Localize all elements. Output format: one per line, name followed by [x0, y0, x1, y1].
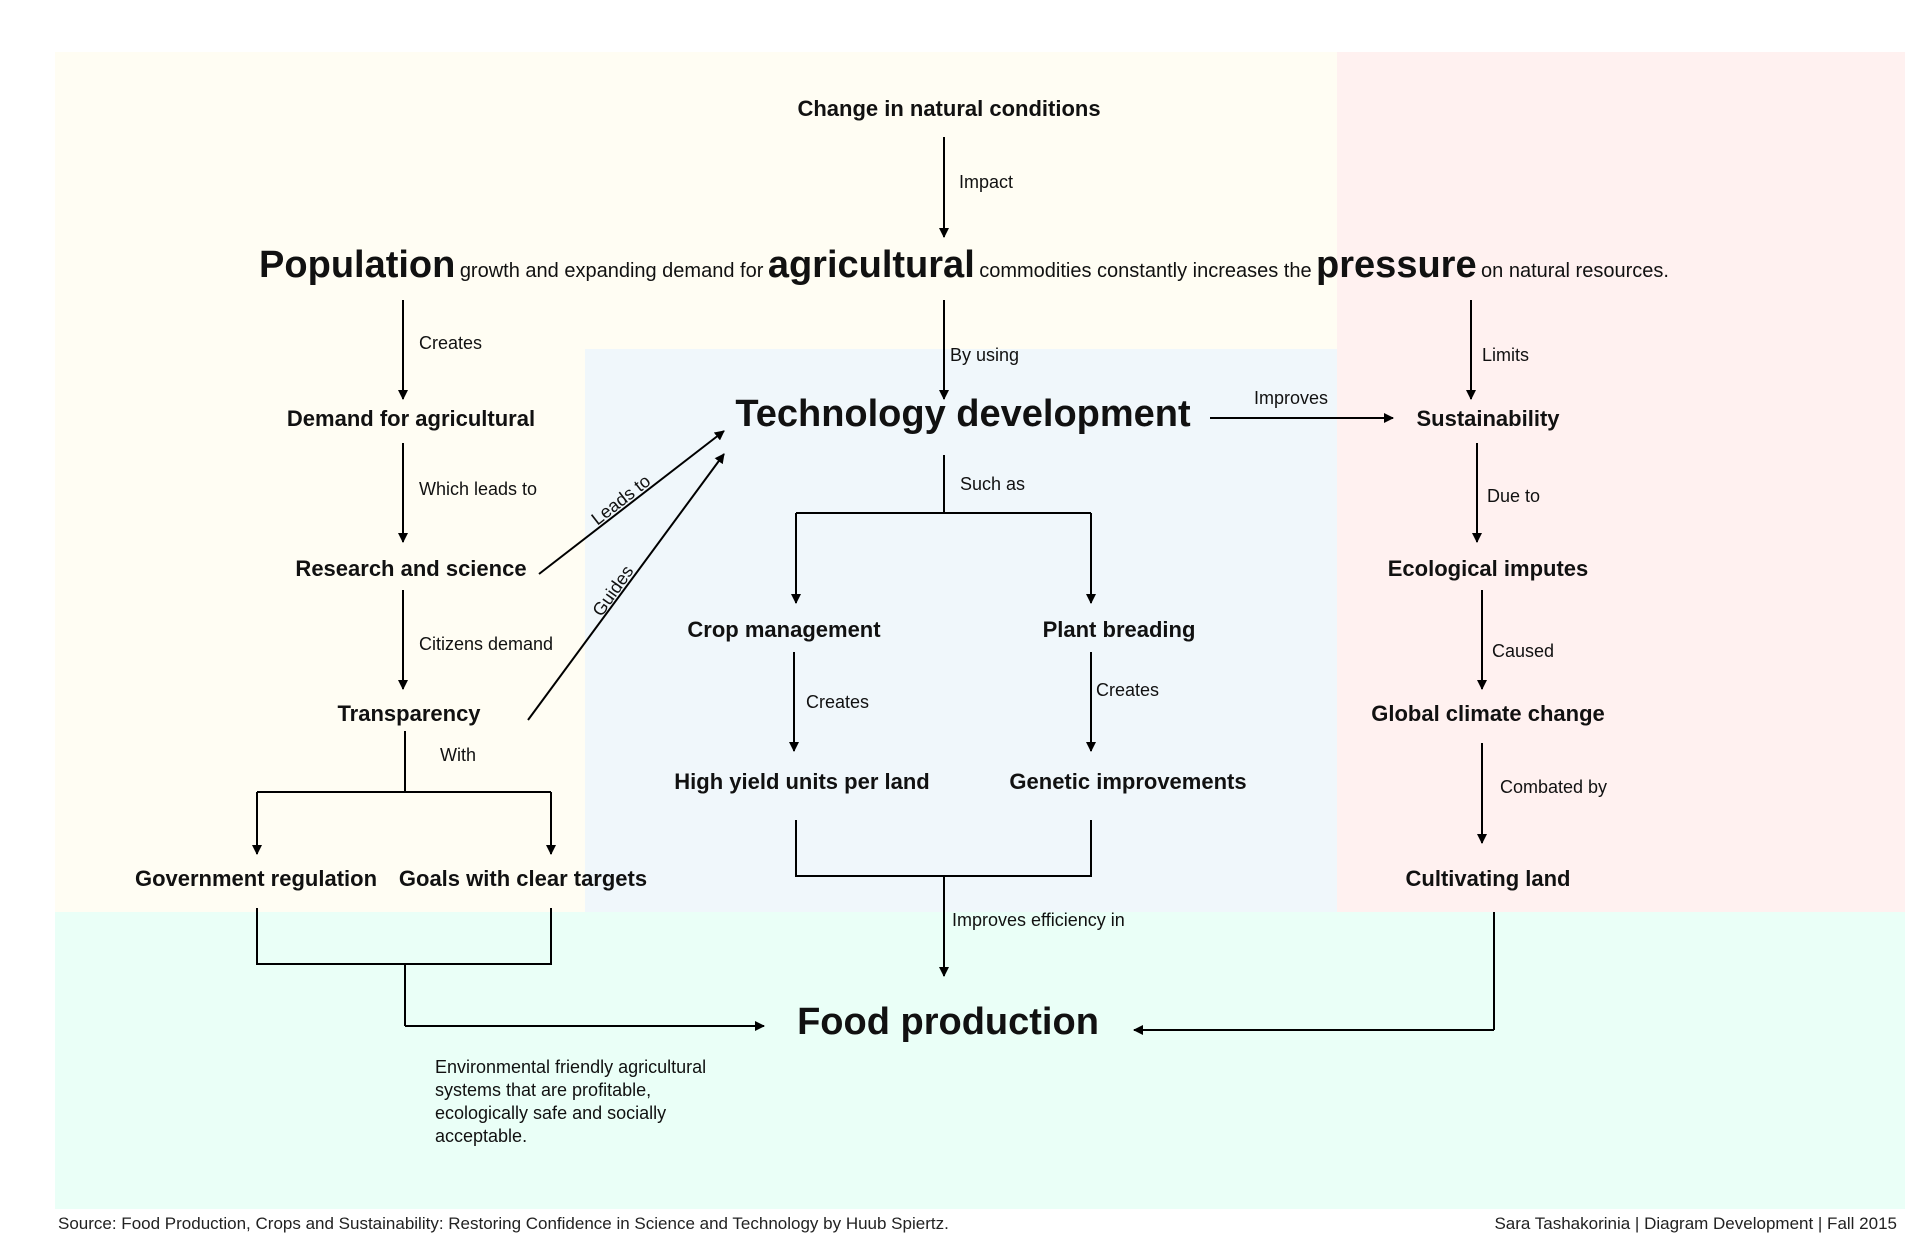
node-research-science: Research and science — [295, 556, 527, 581]
node-demand-agricultural: Demand for agricultural — [286, 406, 536, 431]
arrow-guides — [527, 453, 725, 721]
label-which-leads-to: Which leads to — [419, 479, 538, 499]
label-combated-by: Combated by — [1500, 777, 1608, 797]
node-crop-management: Crop management — [687, 617, 881, 642]
label-improves-efficiency: Improves efficiency in — [952, 910, 1125, 930]
label-creates: Creates — [419, 333, 483, 353]
node-goals-clear-targets: Goals with clear targets — [398, 866, 648, 891]
zone-bottom — [55, 912, 1905, 1209]
branch-with — [257, 731, 551, 793]
branch-such-as — [796, 455, 1091, 514]
food-production-note: Environmental friendly agricultural syst… — [435, 1057, 707, 1146]
label-caused: Caused — [1492, 641, 1555, 661]
label-creates-plant: Creates — [1096, 680, 1160, 700]
label-with: With — [440, 745, 476, 765]
arrow-leads-to — [538, 430, 725, 575]
node-technology-development: Technology development — [735, 393, 1191, 435]
node-sustainability: Sustainability — [1416, 406, 1560, 431]
node-plant-breading: Plant breading — [1042, 617, 1196, 642]
label-due-to: Due to — [1487, 486, 1541, 506]
label-impact: Impact — [959, 172, 1014, 192]
label-by-using: By using — [950, 345, 1020, 365]
footer-credit: Sara Tashakorinia | Diagram Development … — [1494, 1214, 1897, 1233]
label-creates-crop: Creates — [806, 692, 870, 712]
headline-text-3: on natural resources. — [1481, 260, 1669, 282]
headline-sentence: Population growth and expanding demand f… — [0, 244, 1928, 287]
node-transparency: Transparency — [337, 701, 481, 726]
label-citizens-demand: Citizens demand — [419, 634, 554, 654]
headline-population: Population — [259, 244, 456, 286]
node-genetic-improvements: Genetic improvements — [1009, 769, 1247, 794]
footer-source: Source: Food Production, Crops and Susta… — [58, 1214, 949, 1233]
node-government-regulation: Government regulation — [134, 866, 378, 891]
node-high-yield: High yield units per land — [674, 769, 930, 794]
label-limits: Limits — [1482, 345, 1530, 365]
node-cultivating-land: Cultivating land — [1405, 866, 1571, 891]
merge-left — [256, 908, 552, 1026]
zone-center — [585, 349, 1337, 912]
node-change-natural-conditions: Change in natural conditions — [797, 96, 1101, 121]
node-global-climate-change: Global climate change — [1371, 701, 1605, 726]
zone-right — [1337, 52, 1905, 912]
headline-pressure: pressure — [1316, 244, 1477, 286]
label-improves: Improves — [1254, 388, 1329, 408]
headline-agricultural: agricultural — [767, 244, 975, 286]
node-food-production: Food production — [797, 1001, 1099, 1043]
node-ecological-imputes: Ecological imputes — [1387, 556, 1589, 581]
label-such-as: Such as — [960, 474, 1026, 494]
headline-text-2: commodities constantly increases the — [979, 260, 1312, 282]
headline-text-1: growth and expanding demand for — [459, 260, 764, 282]
